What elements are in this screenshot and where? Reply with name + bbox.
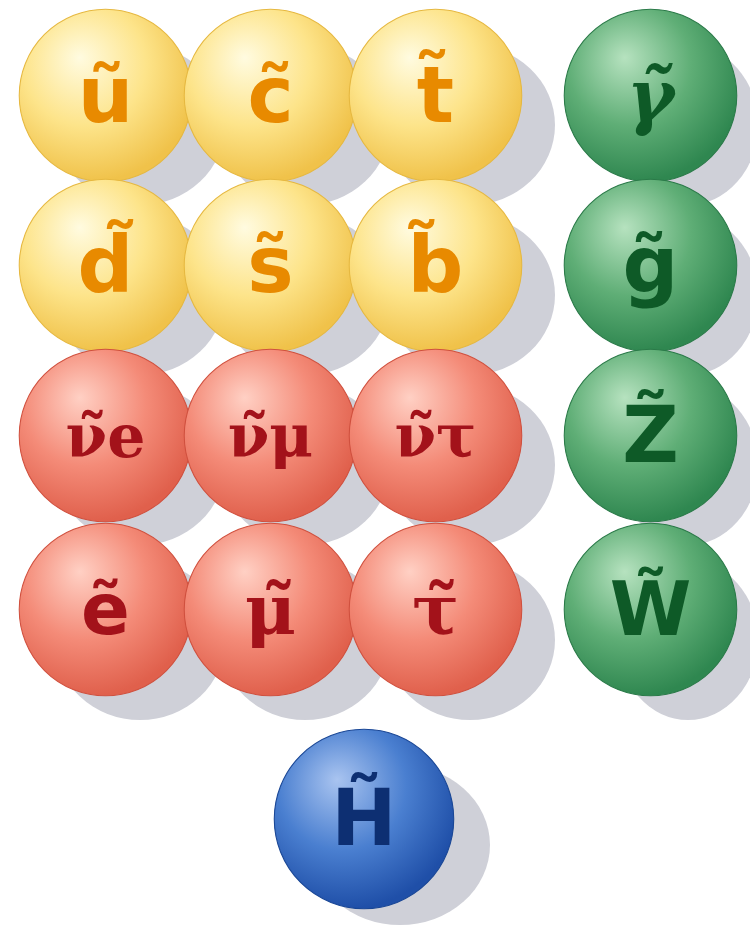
- sphere: [19, 9, 192, 182]
- sphere: [184, 179, 357, 352]
- particle-symbol: μ̃: [245, 571, 296, 648]
- particle-sphere: b̃: [348, 178, 523, 353]
- particle-sphere: ν̃μ: [183, 348, 358, 523]
- sphere: [19, 523, 192, 696]
- particle-sphere: τ̃: [348, 522, 523, 697]
- particle-symbol: b̃: [408, 223, 464, 309]
- particle-symbol: s̃: [247, 223, 293, 309]
- particle-sphere: t̃: [348, 8, 523, 183]
- particle-sphere: g̃: [563, 178, 738, 353]
- sphere: [184, 523, 357, 696]
- particle-sphere: μ̃: [183, 522, 358, 697]
- particle-symbol: γ̃: [627, 56, 675, 135]
- particle-symbol: ν̃τ: [394, 403, 476, 469]
- sphere: [349, 9, 522, 182]
- sphere: [564, 9, 737, 182]
- particle-symbol: ũ: [78, 53, 134, 139]
- particle-sphere: c̃: [183, 8, 358, 183]
- particle-symbol: ν̃μ: [228, 403, 314, 469]
- particle-sphere: ũ: [18, 8, 193, 183]
- sphere: [564, 349, 737, 522]
- particle-sphere: s̃: [183, 178, 358, 353]
- particle-sphere: ẽ: [18, 522, 193, 697]
- sphere: [564, 523, 737, 696]
- sphere: [349, 179, 522, 352]
- particle-sphere: ν̃τ: [348, 348, 523, 523]
- sphere: [274, 729, 453, 908]
- sphere: [184, 349, 357, 522]
- particle-symbol: c̃: [247, 53, 293, 139]
- particle-symbol: H̃: [331, 776, 396, 862]
- particle-symbol: τ̃: [412, 571, 459, 648]
- sphere: [184, 9, 357, 182]
- shadow: [385, 385, 555, 545]
- particle-sphere: H̃: [273, 728, 455, 910]
- particle-sphere: ν̃e: [18, 348, 193, 523]
- particle-symbol: d̃: [78, 223, 134, 309]
- particle-sphere: γ̃: [563, 8, 738, 183]
- particle-symbol: ẽ: [81, 570, 130, 649]
- particle-sphere: d̃: [18, 178, 193, 353]
- particle-symbol: Z̃: [622, 393, 679, 479]
- sphere: [349, 349, 522, 522]
- particle-symbol: W̃: [610, 569, 692, 650]
- sphere: [349, 523, 522, 696]
- sphere: [564, 179, 737, 352]
- particle-symbol: t̃: [417, 53, 454, 139]
- sphere: [19, 349, 192, 522]
- particle-symbol: ν̃e: [66, 403, 146, 469]
- particle-sphere: Z̃: [563, 348, 738, 523]
- particle-symbol: g̃: [623, 223, 679, 309]
- particle-sphere: W̃: [563, 522, 738, 697]
- sphere: [19, 179, 192, 352]
